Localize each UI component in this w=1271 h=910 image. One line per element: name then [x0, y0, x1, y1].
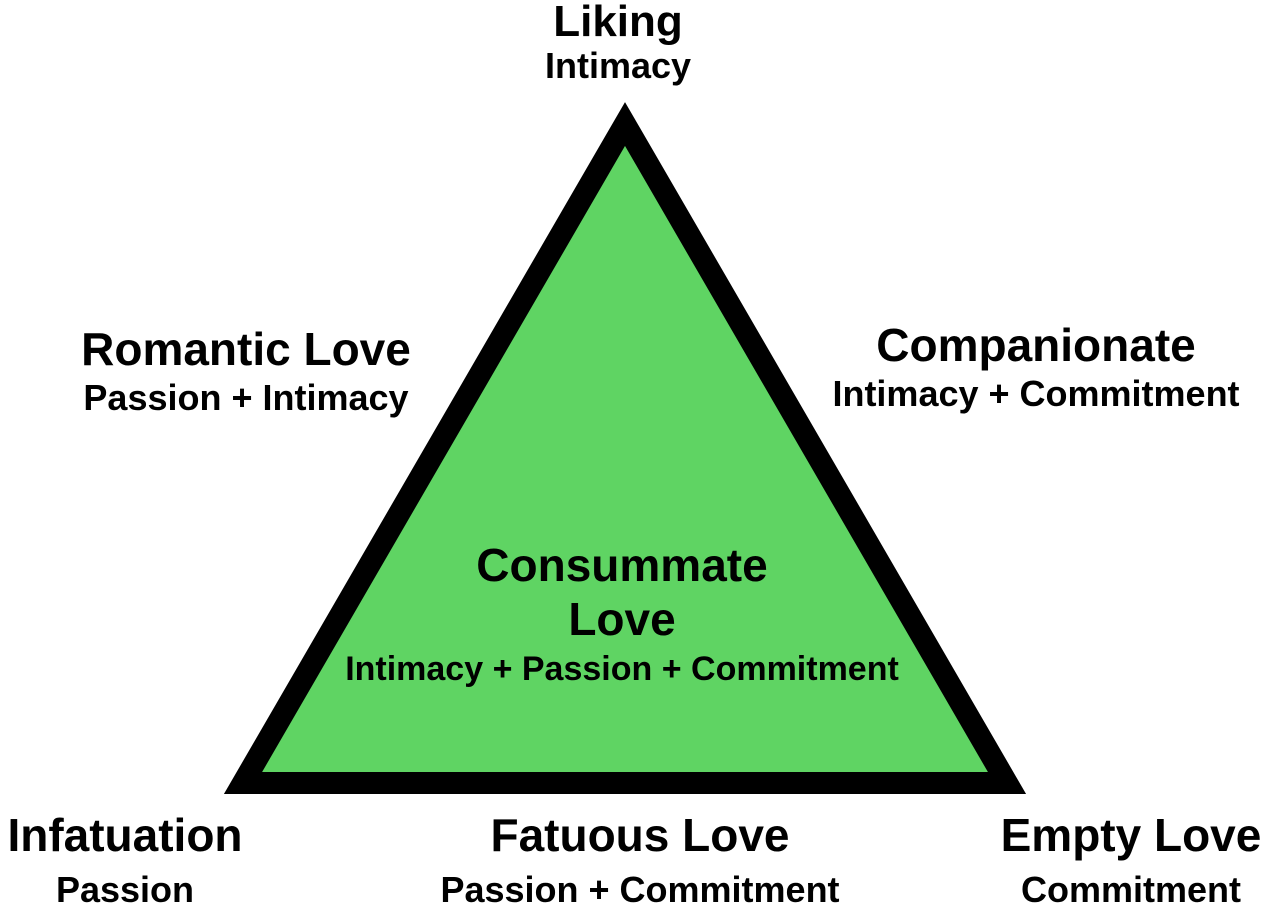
side-label-romantic-love: Romantic Love Passion + Intimacy — [46, 326, 446, 416]
liking-subtitle: Intimacy — [544, 45, 692, 86]
consummate-subtitle: Intimacy + Passion + Commitment — [345, 650, 899, 688]
vertex-label-empty-love: Empty Love Commitment — [992, 812, 1270, 908]
consummate-title-line2: Love — [568, 593, 676, 645]
companionate-title: Companionate — [876, 319, 1196, 371]
empty-love-subtitle: Commitment — [1020, 869, 1241, 910]
romantic-love-title: Romantic Love — [81, 323, 411, 375]
fatuous-love-title: Fatuous Love — [490, 809, 790, 861]
consummate-title-line1: Consummate — [476, 539, 768, 591]
center-label-consummate-love: Consummate Love Intimacy + Passion + Com… — [322, 538, 922, 686]
side-label-fatuous-love: Fatuous Love Passion + Commitment — [410, 812, 870, 908]
fatuous-love-subtitle: Passion + Commitment — [440, 869, 840, 910]
side-label-companionate: Companionate Intimacy + Commitment — [806, 322, 1266, 412]
empty-love-title: Empty Love — [1000, 809, 1262, 861]
romantic-love-subtitle: Passion + Intimacy — [83, 377, 409, 418]
vertex-label-infatuation: Infatuation Passion — [0, 812, 250, 908]
vertex-label-liking: Liking Intimacy — [518, 0, 718, 84]
liking-title: Liking — [553, 0, 683, 46]
love-triangle — [223, 102, 1027, 794]
infatuation-subtitle: Passion — [55, 869, 195, 910]
infatuation-title: Infatuation — [7, 809, 243, 861]
companionate-subtitle: Intimacy + Commitment — [832, 373, 1240, 414]
